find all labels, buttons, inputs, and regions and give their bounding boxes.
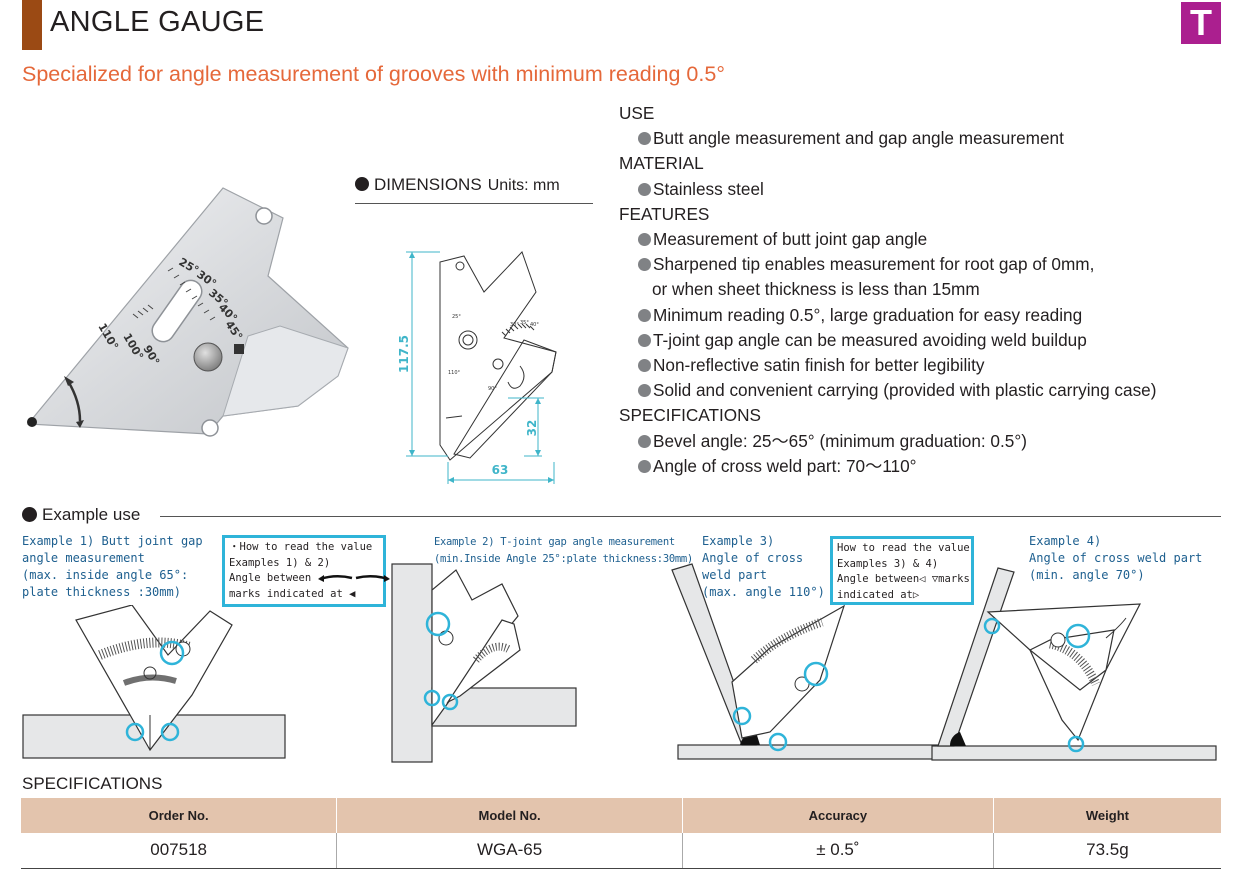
example-1-illustration [22,605,286,759]
drawing-scale-label: 25° [452,314,461,320]
triangle-right-icon: ▷ [912,588,920,601]
triangle-down-icon: ▽ [931,573,939,585]
drawing-scale-label: 30° [510,322,519,328]
drawing-scale-label: 110° [448,370,461,376]
feature-item: Minimum reading 0.5°, large graduation f… [619,303,1156,328]
triangle-left-icon: ◁ [919,573,926,585]
dimensions-heading: DIMENSIONS Units: mm [355,175,593,204]
specification-item: Angle of cross weld part: 70～110° [619,454,1156,479]
order-number-cell: 007518 [21,833,337,869]
use-item: Butt angle measurement and gap angle mea… [619,126,1156,151]
callout-reading-guide-2: How to read the value Examples 3) & 4) A… [830,536,974,605]
column-header: Weight [992,798,1221,833]
bullet-dot [638,182,651,196]
specifications-heading: SPECIFICATIONS [619,405,761,426]
bullet-dot [638,459,651,473]
drawing-scale-label: 40° [530,322,539,328]
dimension-tip-height: 32 [525,420,539,437]
page-subtitle: Specialized for angle measurement of gro… [22,62,725,86]
bullet-dot [638,434,651,448]
weight-cell: 73.5g [992,833,1221,869]
drawing-scale-label: 90° [488,386,497,392]
bullet-dot [638,233,651,247]
material-item: Stainless steel [619,177,1156,202]
dimensions-label: DIMENSIONS [374,175,482,194]
column-header: Accuracy [681,798,994,833]
table-row: 007518 WGA-65 ± 0.5˚ 73.5g [21,833,1221,869]
feature-item: Solid and convenient carrying (provided … [619,378,1156,403]
specifications-table-title: SPECIFICATIONS [22,774,163,793]
bullet-dot [355,177,369,191]
example-use-heading: Example use [22,505,140,525]
divider [160,516,1221,517]
product-photo: 25° 30° 35° 40° 45° 110° 100° 90° [26,187,349,437]
dimension-height: 117.5 [397,335,411,373]
specifications-table: Order No. Model No. Accuracy Weight 0075… [21,798,1221,869]
accuracy-cell: ± 0.5˚ [681,833,994,869]
bullet-dot [638,359,651,373]
dimensions-drawing: 25° 30° 35° 40° 110° 90° 117.5 32 63 [397,251,557,484]
bullet-dot [638,308,651,322]
feature-item: Non-reflective satin finish for better l… [619,353,1156,378]
example-3-caption: Example 3) Angle of cross weld part (max… [702,534,825,599]
example-2-illustration [391,563,577,763]
feature-item-continued: or when sheet thickness is less than 15m… [652,279,980,300]
dimensions-units: Units: mm [487,177,560,194]
features-heading: FEATURES [619,203,710,224]
bullet-dot [638,333,651,347]
callout-reading-guide-1: ・How to read the value Examples 1) & 2) … [222,535,390,607]
drawing-scale-label: 35° [520,320,529,326]
page-title: ANGLE GAUGE [50,6,265,38]
bullet-dot [638,384,651,398]
feature-item: T-joint gap angle can be measured avoidi… [619,328,1156,353]
feature-item: Measurement of butt joint gap angle [619,227,1156,252]
column-header: Order No. [21,798,337,833]
use-heading: USE [619,103,655,123]
example-4-caption: Example 4) Angle of cross weld part (min… [1029,534,1203,582]
specification-item: Bevel angle: 25～65° (minimum graduation:… [619,429,1156,454]
table-header-row: Order No. Model No. Accuracy Weight [21,798,1221,833]
category-badge: T [1181,2,1221,44]
example-3-illustration [671,563,961,760]
model-number-cell: WGA-65 [336,833,683,869]
dimension-width: 63 [492,463,509,477]
feature-item: Sharpened tip enables measurement for ro… [619,252,1156,277]
bullet-dot [638,258,651,272]
bullet-dot [22,507,37,522]
product-details: USE Butt angle measurement and gap angle… [619,101,1156,479]
bullet-dot [638,132,651,146]
triangle-left-icon: ◀ [349,587,356,600]
example-4-illustration [931,567,1217,761]
column-header: Model No. [336,798,683,833]
header-accent-bar [22,0,42,50]
example-2-caption: Example 2) T-joint gap angle measurement… [434,536,693,565]
example-1-caption: Example 1) Butt joint gap angle measurem… [22,534,203,599]
material-heading: MATERIAL [619,153,704,174]
arrows-icon [317,573,390,583]
